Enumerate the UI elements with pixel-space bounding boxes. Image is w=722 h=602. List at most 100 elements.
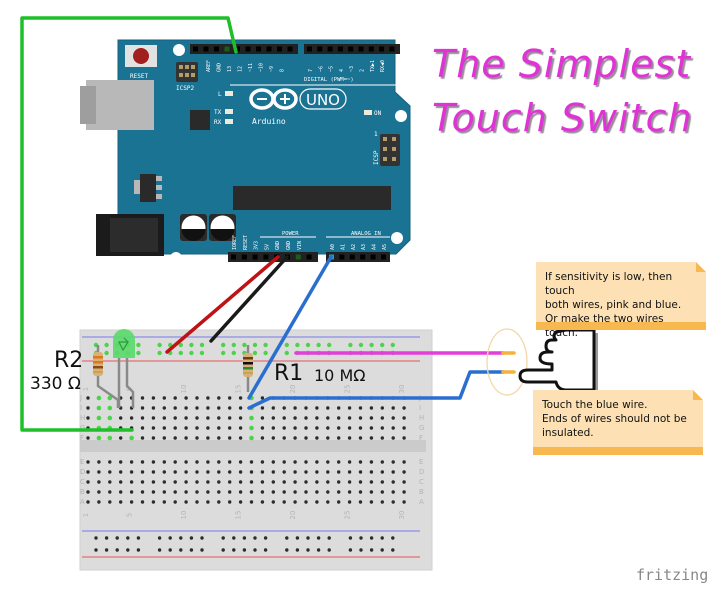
power-rail-hole[interactable]	[391, 536, 395, 540]
breadboard-hole[interactable]	[380, 460, 384, 464]
power-rail-hole[interactable]	[242, 342, 247, 348]
breadboard-hole[interactable]	[129, 500, 134, 504]
header-pin[interactable]	[245, 46, 251, 52]
breadboard-hole[interactable]	[140, 396, 145, 400]
breadboard-hole[interactable]	[369, 460, 374, 464]
header-pin[interactable]	[379, 46, 385, 52]
breadboard-hole[interactable]	[402, 460, 406, 464]
breadboard-hole[interactable]	[195, 436, 199, 440]
breadboard-hole[interactable]	[119, 480, 123, 484]
breadboard-hole[interactable]	[217, 396, 221, 400]
breadboard-hole[interactable]	[347, 500, 352, 504]
power-rail-hole[interactable]	[179, 548, 183, 552]
power-rail-hole[interactable]	[284, 342, 289, 348]
breadboard-hole[interactable]	[249, 500, 254, 504]
header-pin[interactable]	[358, 46, 364, 52]
breadboard-hole[interactable]	[86, 500, 90, 504]
breadboard-hole[interactable]	[304, 460, 308, 464]
power-rail-hole[interactable]	[221, 342, 226, 348]
breadboard-hole[interactable]	[206, 480, 210, 484]
power-rail-hole[interactable]	[316, 536, 321, 540]
breadboard-hole[interactable]	[271, 470, 275, 474]
breadboard-hole[interactable]	[347, 480, 352, 484]
breadboard-hole[interactable]	[108, 490, 112, 494]
breadboard-hole[interactable]	[315, 490, 319, 494]
breadboard-hole[interactable]	[402, 490, 406, 494]
breadboard-hole[interactable]	[140, 500, 145, 504]
power-rail-hole[interactable]	[189, 342, 194, 348]
breadboard-hole[interactable]	[195, 460, 199, 464]
power-rail-hole[interactable]	[380, 342, 385, 348]
breadboard-hole[interactable]	[129, 460, 134, 464]
breadboard-hole[interactable]	[260, 470, 265, 474]
breadboard-hole[interactable]	[293, 416, 297, 420]
breadboard-hole[interactable]	[206, 426, 210, 430]
breadboard-hole[interactable]	[195, 490, 199, 494]
breadboard-hole[interactable]	[119, 500, 123, 504]
power-rail-hole[interactable]	[136, 536, 141, 540]
breadboard-hole[interactable]	[260, 480, 265, 484]
breadboard-hole[interactable]	[326, 416, 330, 420]
breadboard-hole[interactable]	[304, 406, 308, 410]
breadboard-hole[interactable]	[260, 436, 265, 440]
breadboard-hole[interactable]	[86, 396, 90, 400]
breadboard-hole[interactable]	[347, 406, 352, 410]
breadboard-hole[interactable]	[162, 460, 166, 464]
breadboard-hole[interactable]	[107, 395, 113, 401]
breadboard-hole[interactable]	[129, 470, 134, 474]
breadboard-hole[interactable]	[249, 470, 254, 474]
power-rail-hole[interactable]	[232, 536, 236, 540]
breadboard-hole[interactable]	[238, 426, 243, 430]
power-rail-hole[interactable]	[136, 342, 141, 348]
breadboard-hole[interactable]	[358, 500, 363, 504]
power-rail-hole[interactable]	[348, 548, 353, 552]
breadboard-hole[interactable]	[260, 406, 265, 410]
breadboard-hole[interactable]	[140, 480, 145, 484]
breadboard-hole[interactable]	[315, 416, 319, 420]
power-rail-hole[interactable]	[380, 548, 384, 552]
wire-blue-touch[interactable]	[247, 370, 505, 410]
breadboard-hole[interactable]	[391, 490, 395, 494]
power-rail-hole[interactable]	[253, 548, 257, 552]
breadboard-hole[interactable]	[238, 416, 243, 420]
breadboard-hole[interactable]	[140, 416, 145, 420]
breadboard-hole[interactable]	[358, 426, 363, 430]
breadboard-hole[interactable]	[369, 426, 374, 430]
breadboard-hole[interactable]	[304, 416, 308, 420]
breadboard-hole[interactable]	[184, 436, 188, 440]
breadboard-hole[interactable]	[260, 396, 265, 400]
breadboard-hole[interactable]	[282, 490, 286, 494]
power-rail-hole[interactable]	[369, 548, 374, 552]
power-rail-hole[interactable]	[348, 536, 353, 540]
breadboard-hole[interactable]	[293, 406, 297, 410]
breadboard-hole[interactable]	[304, 470, 308, 474]
breadboard-hole[interactable]	[304, 426, 308, 430]
breadboard-hole[interactable]	[369, 480, 374, 484]
breadboard-hole[interactable]	[347, 416, 352, 420]
power-rail-hole[interactable]	[242, 548, 247, 552]
breadboard-hole[interactable]	[271, 490, 275, 494]
header-pin[interactable]	[389, 46, 395, 52]
breadboard-hole[interactable]	[206, 460, 210, 464]
header-pin[interactable]	[370, 254, 376, 260]
breadboard-hole[interactable]	[271, 426, 275, 430]
breadboard-hole[interactable]	[184, 470, 188, 474]
breadboard-hole[interactable]	[391, 460, 395, 464]
breadboard-hole[interactable]	[86, 490, 90, 494]
breadboard-hole[interactable]	[217, 500, 221, 504]
power-rail-hole[interactable]	[285, 536, 289, 540]
breadboard-hole[interactable]	[184, 460, 188, 464]
breadboard-hole[interactable]	[140, 406, 145, 410]
breadboard-hole[interactable]	[108, 500, 112, 504]
power-rail-hole[interactable]	[359, 536, 363, 540]
reset-button[interactable]	[125, 45, 157, 67]
breadboard-hole[interactable]	[184, 480, 188, 484]
breadboard-hole[interactable]	[195, 416, 199, 420]
breadboard-hole[interactable]	[337, 500, 341, 504]
wire-blue-a0[interactable]	[247, 255, 333, 400]
breadboard-hole[interactable]	[173, 460, 177, 464]
breadboard-hole[interactable]	[107, 415, 113, 421]
breadboard-hole[interactable]	[162, 470, 166, 474]
breadboard-hole[interactable]	[184, 406, 188, 410]
breadboard-hole[interactable]	[173, 416, 177, 420]
